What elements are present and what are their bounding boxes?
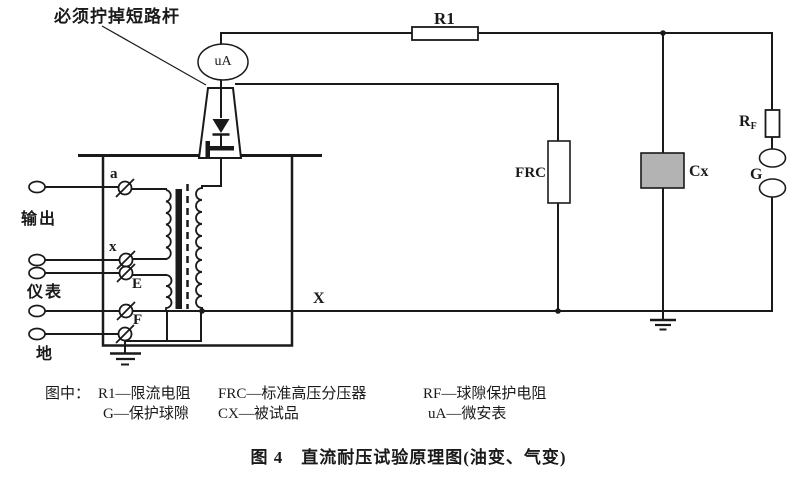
microammeter-label: uA <box>214 54 232 69</box>
secondary-winding <box>195 187 203 309</box>
wire-frc-branch-top <box>235 83 559 144</box>
tap-e-label: E <box>132 276 143 292</box>
wire-top-r1 <box>220 32 773 113</box>
switch-earth-icon <box>115 324 135 344</box>
diode-icon <box>212 119 230 146</box>
r1-label: R1 <box>434 9 455 28</box>
rf-label: RF <box>739 113 757 132</box>
legend-item-ua: uA—微安表 <box>428 406 507 422</box>
disconnect-switches <box>115 178 136 344</box>
terminal-earth <box>28 327 46 341</box>
warning-leader-line <box>101 25 207 86</box>
switch-e-icon <box>116 263 136 283</box>
spark-gap-g <box>758 148 787 198</box>
tap-f-label: F <box>133 312 143 328</box>
figure-caption: 图 4 直流耐压试验原理图(油变、气变) <box>250 448 567 467</box>
tap-x-label: x <box>109 239 117 255</box>
rf-label-sub: F <box>750 121 757 132</box>
primary-winding-ax <box>165 189 172 260</box>
legend-item-cx: CX—被试品 <box>218 406 299 422</box>
microammeter <box>197 43 249 81</box>
shorting-bar-icon <box>205 141 234 158</box>
terminal-meter-label: 仪表 <box>27 284 64 301</box>
resistor-r1 <box>411 26 479 41</box>
x-bus-label: X <box>313 290 325 307</box>
terminal-output-x <box>28 253 46 267</box>
switch-f-icon <box>116 301 136 321</box>
terminal-meter-e <box>28 266 46 280</box>
legend-item-g: G—保护球隙 <box>103 406 189 422</box>
switch-a-icon <box>115 178 135 198</box>
legend-item-r1: R1—限流电阻 <box>98 386 191 402</box>
primary-winding-ef <box>165 274 173 311</box>
frc-label: FRC <box>515 165 546 181</box>
terminal-output-a <box>28 180 46 194</box>
legend-prefix: 图中： <box>45 386 91 402</box>
divider-frc <box>547 140 571 204</box>
transformer-windings <box>165 184 203 311</box>
rf-label-base: R <box>739 113 751 130</box>
legend-item-frc: FRC—标准高压分压器 <box>218 386 367 402</box>
ground-symbol-tank <box>110 352 141 366</box>
legend-item-rf: RF—球隙保护电阻 <box>423 386 547 402</box>
core-bar <box>175 189 182 309</box>
resistor-rf <box>764 109 781 138</box>
terminal-earth-label: 地 <box>36 346 55 363</box>
cx-label: Cx <box>689 163 709 180</box>
panel-terminals <box>28 180 46 341</box>
warning-note: 必须拧掉短路杆 <box>54 7 180 26</box>
terminal-meter-f <box>28 304 46 318</box>
tap-a-label: a <box>110 166 118 182</box>
bushing <box>197 80 243 159</box>
junction-dots <box>199 30 666 314</box>
test-object-cx <box>640 152 685 189</box>
ground-symbol-main <box>650 311 676 331</box>
wire-bushing-to-coil <box>201 157 222 189</box>
wire-winding-returns <box>124 310 202 354</box>
terminal-output-label: 输出 <box>21 211 58 228</box>
spark-gap-label: G <box>750 166 763 183</box>
